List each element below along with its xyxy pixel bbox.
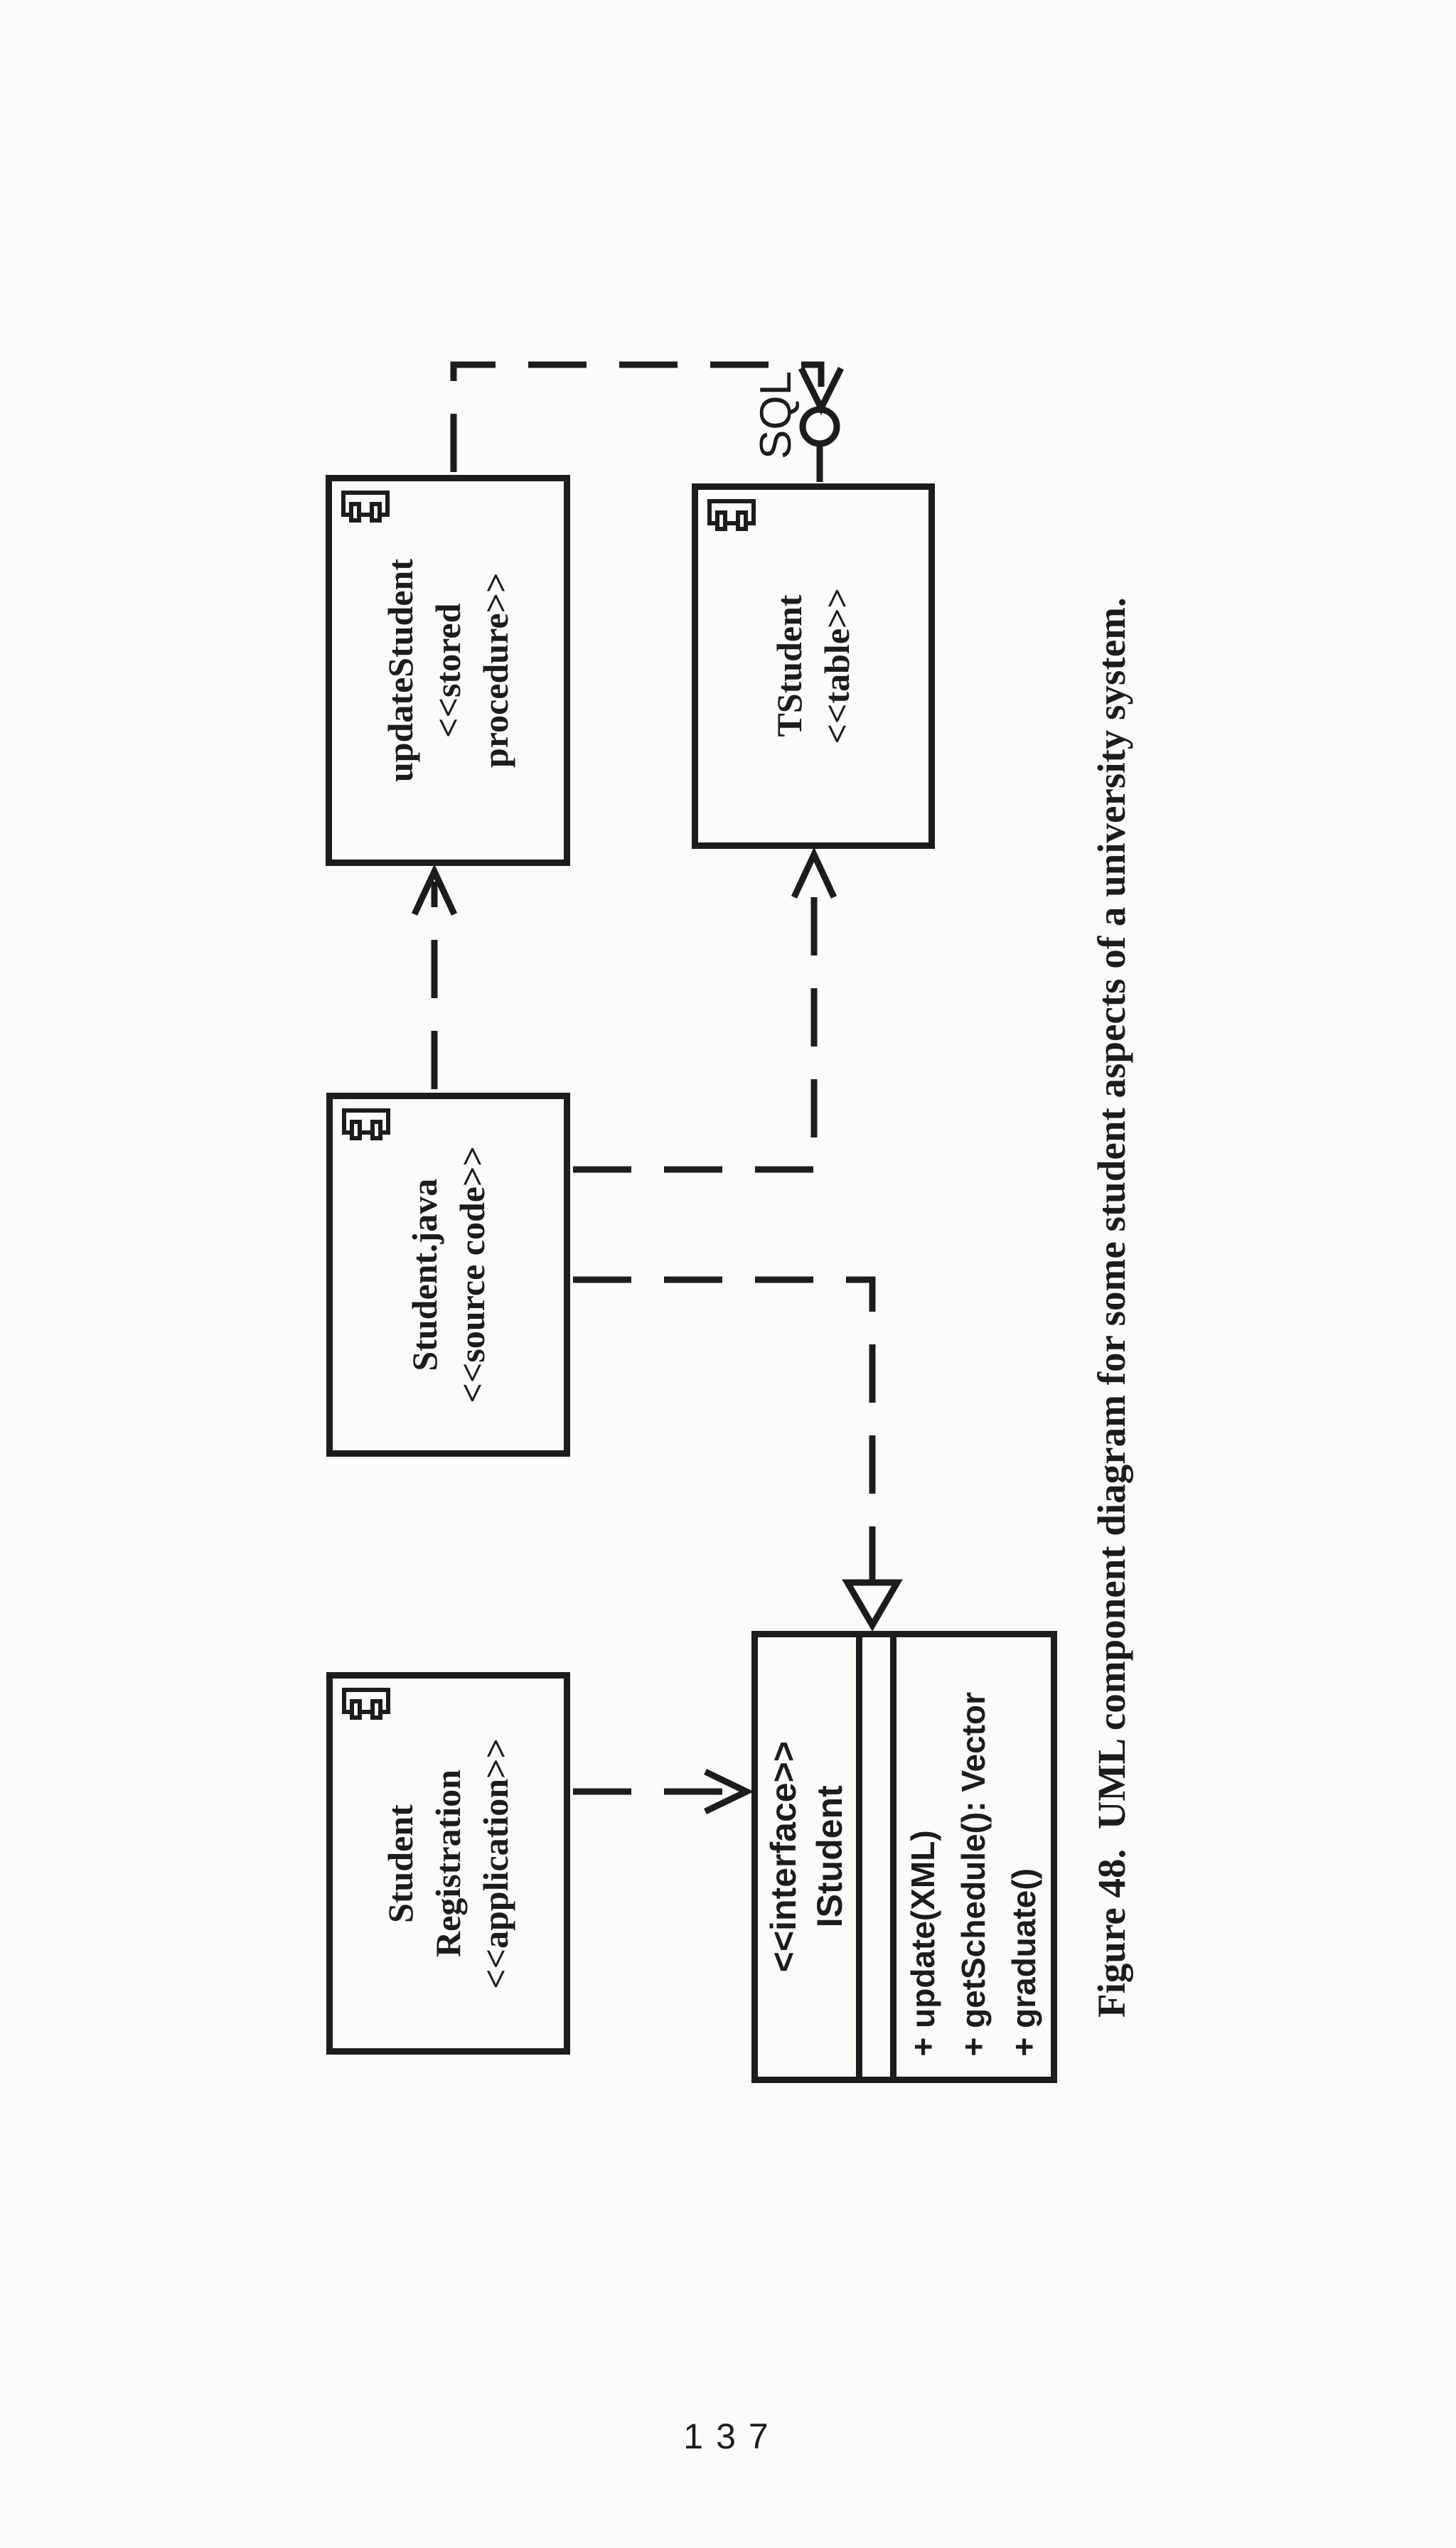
component-tstudent: TStudent <<table>> xyxy=(692,483,935,849)
compartment-divider xyxy=(890,1637,896,2077)
component-icon-tab xyxy=(370,1120,382,1140)
class-name-label: <<interface>> IStudent xyxy=(761,1741,853,1972)
component-label: updateStudent <<stored procedure>> xyxy=(377,559,520,782)
component-label-line: updateStudent xyxy=(380,559,420,782)
component-label-line: <<source code>> xyxy=(451,1146,492,1403)
component-icon-tab xyxy=(350,1699,362,1720)
component-label-line: Student xyxy=(380,1804,420,1923)
component-icon-tab xyxy=(736,510,748,531)
page-number: 137 xyxy=(683,2416,781,2456)
component-label-line: <<table>> xyxy=(817,588,857,744)
arrowhead-up-icon xyxy=(791,847,837,899)
component-icon-tab xyxy=(349,502,361,523)
component-icon xyxy=(342,1108,390,1140)
dependency-line-updatestudent-to-sql xyxy=(450,361,825,472)
arrowhead-right-icon xyxy=(704,1768,754,1815)
component-label-line: Registration xyxy=(428,1770,468,1957)
component-icon-tab xyxy=(370,1699,382,1720)
class-istudent: <<interface>> IStudent + update(XML) + g… xyxy=(751,1631,1057,2083)
component-label: Student.java <<source code>> xyxy=(401,1146,496,1403)
component-icon xyxy=(342,1688,390,1720)
class-operations-list: + update(XML) + getSchedule(): Vector + … xyxy=(898,1692,1049,2057)
class-operation: + graduate() xyxy=(1005,1868,1042,2057)
component-label-line: <<application>> xyxy=(476,1738,515,1989)
component-icon-tab xyxy=(350,1120,362,1140)
component-icon-tab xyxy=(370,502,382,523)
component-updatestudent: updateStudent <<stored procedure>> xyxy=(326,475,570,866)
component-icon-tab xyxy=(715,510,727,531)
component-label-line: <<stored xyxy=(427,603,468,738)
dependency-line-studentjava-to-tstudent xyxy=(573,887,818,1173)
class-stereotype: <<interface>> xyxy=(764,1741,803,1973)
realization-line-studentjava-to-istudent xyxy=(573,1276,876,1580)
compartment-divider xyxy=(856,1637,862,2077)
figure-caption: Figure 48. UML component diagram for som… xyxy=(1090,597,1133,2018)
component-label-line: Student.java xyxy=(404,1178,444,1371)
component-label-line: procedure>> xyxy=(475,572,515,769)
class-operation: + update(XML) xyxy=(904,1830,941,2057)
arrowhead-up-icon xyxy=(411,864,458,916)
class-operation: + getSchedule(): Vector xyxy=(955,1692,992,2057)
component-icon xyxy=(341,491,390,523)
class-operations-compartment: + update(XML) + getSchedule(): Vector + … xyxy=(896,1637,1051,2077)
class-name: IStudent xyxy=(810,1786,850,1928)
component-label-line: TStudent xyxy=(769,594,809,738)
component-icon xyxy=(707,499,756,531)
component-label: TStudent <<table>> xyxy=(766,588,861,744)
component-label: Student Registration <<application>> xyxy=(377,1738,520,1989)
lollipop-interface-circle-icon xyxy=(799,406,840,447)
component-student-registration: Student Registration <<application>> xyxy=(326,1672,570,2055)
class-name-compartment: <<interface>> IStudent xyxy=(758,1637,856,2077)
sql-interface-label: SQL xyxy=(751,370,801,459)
realization-triangle-icon xyxy=(842,1579,903,1632)
component-studentjava: Student.java <<source code>> xyxy=(326,1093,570,1457)
